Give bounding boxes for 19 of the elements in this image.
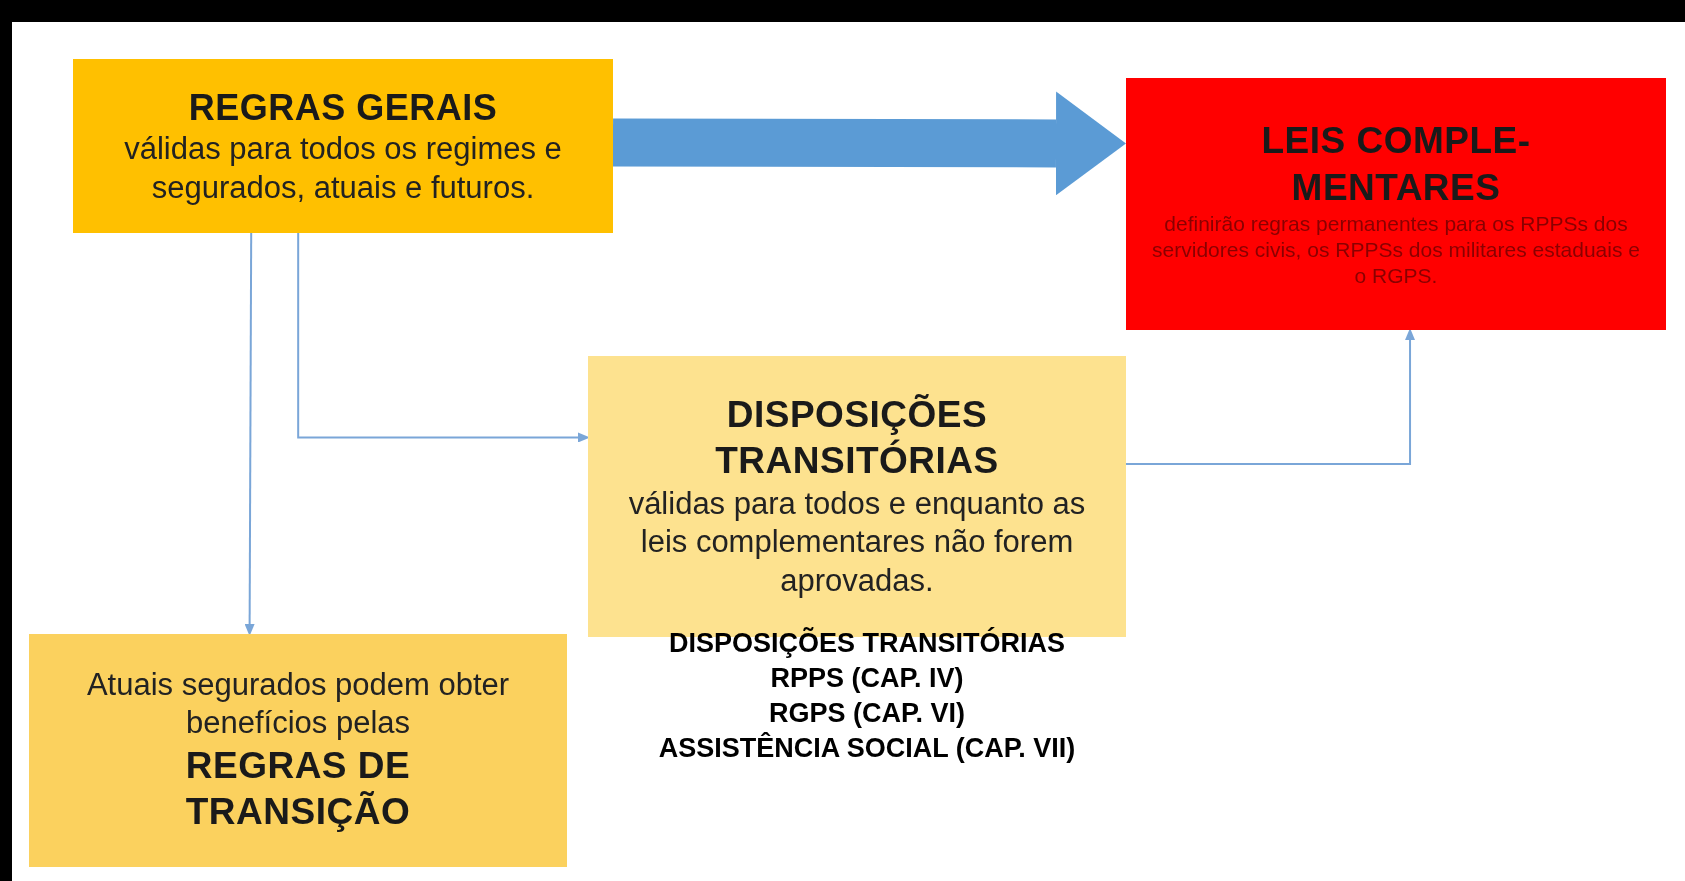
body-text: válidas para todos e enquanto as leis complementares não forem aprovadas. bbox=[627, 484, 1087, 601]
note-text: RPPS (CAP. IV) bbox=[770, 662, 964, 695]
note-text: RGPS (CAP. VI) bbox=[768, 697, 965, 730]
body-text: Atuais segurados podem obter benefícios pelas bbox=[85, 665, 511, 743]
heading-text: REGRAS GERAIS bbox=[188, 85, 498, 130]
connector-arrow bbox=[297, 232, 590, 443]
text-box bbox=[73, 59, 613, 233]
note-text: ASSISTÊNCIA SOCIAL (CAP. VII) bbox=[658, 731, 1076, 765]
connector-arrow bbox=[1125, 328, 1416, 465]
body-text: definirão regras permanentes para os RPPSs dos servidores civis, os RPPSs dos militares estaduais e o RGPS. bbox=[1151, 210, 1641, 290]
note-text: DISPOSIÇÕES TRANSITÓRIAS bbox=[668, 626, 1066, 660]
body-text: válidas para todos os regimes e segurados, atuais e futuros. bbox=[123, 129, 563, 207]
heading-text: DISPOSIÇÕES TRANSITÓRIAS bbox=[714, 393, 1000, 484]
block-arrow bbox=[612, 91, 1126, 196]
text-box bbox=[29, 634, 567, 867]
connector-arrow bbox=[244, 232, 255, 636]
heading-text: LEIS COMPLE- MENTARES bbox=[1260, 119, 1532, 210]
heading-text: REGRAS DE TRANSIÇÃO bbox=[184, 744, 412, 835]
text-box bbox=[1126, 78, 1666, 330]
